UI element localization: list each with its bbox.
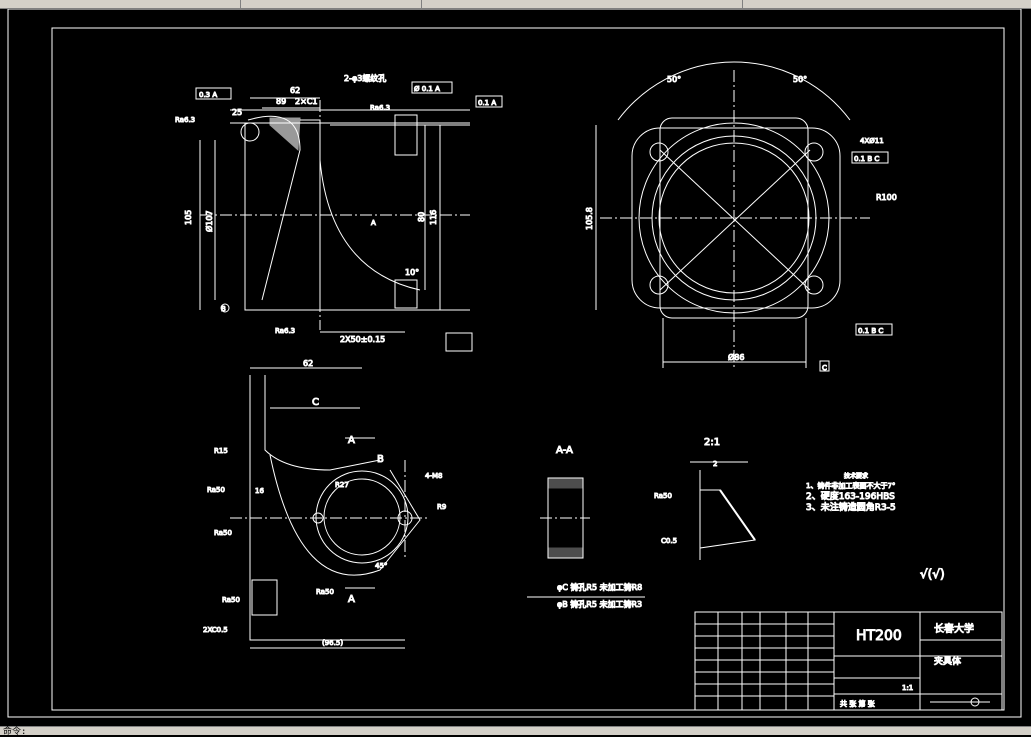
sheet-inner-border (51, 27, 1005, 711)
dim-107: Ø107 (204, 210, 214, 232)
top-view: 50° 50° 105.8 R100 Ø86 4XØ11 0.1 B C 0.1… (585, 61, 897, 373)
dim-105-8: 105.8 (585, 207, 594, 230)
dim-105: 105 (184, 210, 193, 225)
drawing-canvas[interactable]: 62 89 25 2×C1 105 Ø107 116 80 2X50±0.15 … (0, 8, 1031, 725)
front-view: 62 89 25 2×C1 105 Ø107 116 80 2X50±0.15 … (175, 73, 503, 352)
dim-r15: R15 (214, 447, 228, 455)
toolbar-segment[interactable] (422, 0, 743, 8)
note-b: φB 铸孔R5 未加工铸R3 (557, 599, 642, 609)
dim-2: 2 (713, 460, 717, 468)
detail-scale: 2:1 (704, 437, 720, 448)
command-prompt: 命令: (3, 727, 27, 737)
tol-perp-c: 0.1 B C (854, 155, 879, 163)
title-block: HT200 长春大学 夹具体 1:1 共 张 第 张 (694, 611, 1003, 711)
toolbar-segment[interactable] (0, 0, 241, 8)
tol-flatness: 0.3 A (199, 91, 217, 99)
view-label-b: B (377, 454, 384, 465)
roughness-ra50: Ra50 (207, 486, 225, 494)
roughness-ra3: Ra6.3 (275, 327, 295, 335)
dim-r100: R100 (876, 193, 897, 202)
dim-80: 80 (417, 212, 426, 222)
dim-86: Ø86 (728, 352, 744, 362)
tech-req-3: 3、未注铸造圆角R3-5 (806, 501, 896, 513)
dim-2xc1: 2×C1 (295, 97, 317, 106)
dim-25: 25 (232, 108, 242, 117)
dim-r9: R9 (437, 503, 446, 511)
command-line[interactable]: 命令: (0, 726, 1031, 737)
dim-89: 89 (276, 97, 286, 106)
roughness-ra3: Ra6.3 (175, 116, 195, 124)
dim-4m8: 4-M8 (425, 472, 442, 480)
dim-62: 62 (290, 86, 300, 95)
technical-requirements: 技术要求 1、铸件非加工表面不大于7° 2、硬度163-196HBS 3、未注铸… (806, 472, 946, 582)
cad-title-bar (0, 0, 1031, 9)
sheet-count: 共 张 第 张 (840, 699, 875, 708)
side-view: 62 C A A B R15 R9 R27 4-M8 45° 2XC0.5 (9… (203, 359, 447, 649)
dim-r27: R27 (335, 481, 349, 489)
school-name: 长春大学 (934, 622, 974, 635)
hole-label: 2-φ3螺纹孔 (344, 73, 386, 83)
datum-c-box: C (822, 364, 827, 372)
toolbar-segment[interactable] (241, 0, 422, 8)
tol-perp: 0.1 A (478, 99, 496, 107)
tech-req-2: 2、硬度163-196HBS (806, 490, 895, 502)
dim-angle-50a: 50° (667, 75, 681, 84)
dim-45: 45° (375, 562, 387, 570)
section-title: A-A (556, 445, 573, 456)
roughness-ra50: Ra50 (316, 588, 334, 596)
hole-4x11: 4XØ11 (860, 137, 884, 145)
roughness-ra3: Ra6.3 (370, 104, 390, 112)
view-label-c: C (312, 397, 319, 408)
dim-96-5: (96.5) (322, 639, 343, 647)
tech-req-1: 1、铸件非加工表面不大于7° (806, 481, 895, 490)
sheet-outer-border (7, 8, 1022, 718)
tol-position: Ø 0.1 A (414, 85, 440, 93)
section-arrow-a-bottom: A (348, 594, 355, 605)
detail-view: 2:1 2 C0.5 Ra50 (654, 437, 756, 560)
datum-a: A (371, 219, 376, 227)
dim-10: 10° (405, 268, 419, 277)
datum-b: B (221, 305, 226, 313)
dim-16: 16 (255, 487, 264, 495)
surface-symbol: √(√) (920, 567, 945, 581)
scale: 1:1 (902, 684, 913, 692)
dim-62-side: 62 (303, 359, 313, 368)
roughness-ra50: Ra50 (214, 529, 232, 537)
note-c: φC 铸孔R5 未加工铸R8 (557, 582, 642, 592)
section-arrow-a-top: A (348, 435, 355, 446)
dim-2xc05: 2XC0.5 (203, 626, 228, 634)
dim-2x50: 2X50±0.15 (340, 335, 385, 344)
dim-c05: C0.5 (661, 537, 677, 545)
part-name: 夹具体 (934, 655, 961, 667)
roughness-ra50: Ra50 (654, 492, 672, 500)
dim-angle-50b: 50° (793, 75, 807, 84)
material: HT200 (856, 628, 902, 644)
tol-pos-bc: 0.1 B C (858, 327, 883, 335)
dim-116: 116 (429, 210, 438, 225)
roughness-ra50: Ra50 (222, 596, 240, 604)
tech-req-title: 技术要求 (844, 472, 868, 480)
section-a-a: A-A (540, 445, 590, 559)
